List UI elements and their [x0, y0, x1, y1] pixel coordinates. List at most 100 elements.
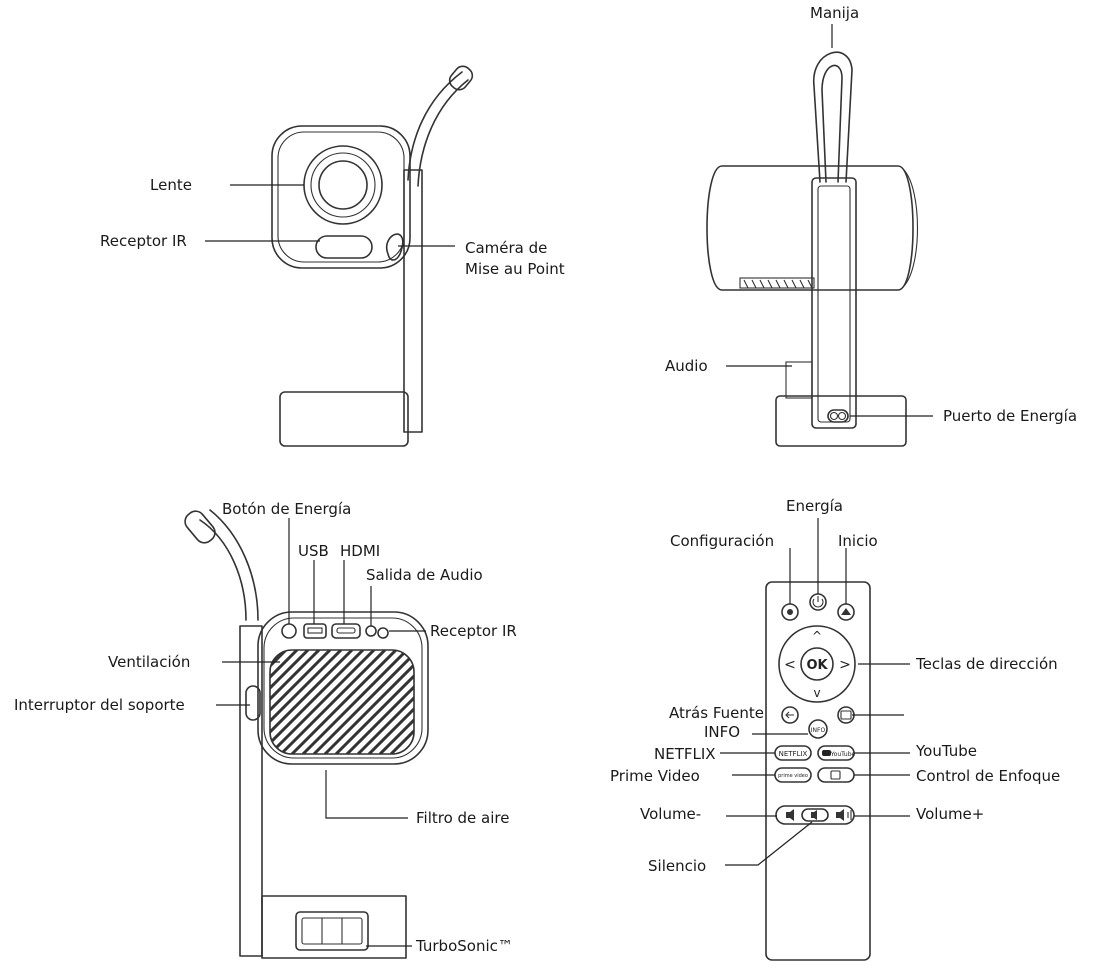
front-ir-window: [315, 235, 373, 259]
grille-slat: [270, 650, 310, 754]
remote-youtube-text: YouTube: [830, 751, 856, 758]
svg-text:<: <: [784, 657, 796, 673]
label-front-ir-receiver: Receptor IR: [100, 232, 187, 250]
stand-switch: [245, 685, 261, 721]
power-button-port: [281, 623, 297, 639]
grille-slat: [446, 650, 550, 754]
front-view-projector: [205, 65, 474, 447]
audio-out-port: [365, 625, 377, 637]
grille-slat: [424, 650, 528, 754]
label-focus-camera: Caméra de Mise au Point: [465, 239, 565, 278]
label-ventilation: Ventilación: [108, 653, 191, 671]
grille-slat: [270, 650, 354, 754]
label-hdmi: HDMI: [340, 542, 381, 560]
usb-port: [303, 623, 327, 639]
label-stand-switch: Interruptor del soporte: [14, 696, 185, 714]
top-head-body: [257, 611, 429, 765]
grille-slat: [356, 650, 414, 754]
remote-control: OK ^ v < > INFO NETFLIX YouTube prime vi…: [720, 518, 910, 961]
label-volume-down: Volume-: [640, 805, 702, 823]
label-audio-out: Salida de Audio: [366, 566, 483, 584]
remote-ok-button: [800, 647, 834, 681]
remote-volume-rocker: [775, 805, 855, 825]
label-prime-video: Prime Video: [610, 767, 700, 785]
grille-slat: [479, 650, 583, 754]
label-top-ir-receiver: Receptor IR: [430, 622, 517, 640]
grille-slat: [270, 650, 365, 754]
label-direction-keys: Teclas de dirección: [916, 655, 1058, 673]
back-base-block: [775, 395, 907, 447]
top-view-projector: [184, 509, 605, 959]
grille-slat: [501, 650, 605, 754]
label-turbosonic: TurboSonic™: [416, 937, 513, 955]
top-handle-strap: [199, 519, 247, 621]
grille-slat: [378, 650, 414, 754]
label-info: INFO: [704, 723, 741, 741]
grille-slat: [490, 650, 594, 754]
svg-text:v: v: [813, 686, 820, 700]
remote-ok-label: OK: [806, 658, 828, 673]
grille-slat: [270, 650, 332, 754]
label-back-source: Atrás Fuente: [669, 704, 764, 722]
remote-focus-button: [817, 767, 855, 783]
remote-netflix-text: NETFLIX: [779, 750, 808, 758]
back-handle-loop: [813, 51, 853, 183]
label-audio: Audio: [665, 357, 708, 375]
grille-slat: [334, 650, 414, 754]
grille-slat: [270, 650, 321, 754]
label-mute: Silencio: [648, 857, 707, 875]
remote-info-text: INFO: [811, 727, 826, 734]
front-handle-tip: [448, 65, 474, 91]
top-stand-column: [239, 625, 263, 957]
label-power-port: Puerto de Energía: [943, 407, 1078, 425]
grille-slat: [435, 650, 539, 754]
label-handle: Manija: [810, 4, 860, 22]
label-lens: Lente: [150, 176, 192, 194]
grille-slat: [400, 650, 414, 754]
remote-source-button: [837, 706, 855, 724]
remote-prime-text: prime video: [778, 773, 808, 779]
grille-slat: [345, 650, 414, 754]
grille-slat: [312, 650, 414, 754]
top-ir-receiver: [377, 627, 389, 639]
grille-slat: [468, 650, 572, 754]
remote-back-button: [781, 706, 799, 724]
front-stand-column: [403, 169, 423, 433]
grille-slat: [367, 650, 414, 754]
label-air-filter: Filtro de aire: [416, 809, 510, 827]
back-vent-strip: [739, 277, 815, 289]
back-view-projector: [706, 24, 933, 447]
power-port: [827, 409, 849, 423]
grille-slat: [270, 650, 299, 754]
lens-ring-outer: [303, 145, 383, 225]
label-volume-up: Volume+: [916, 805, 985, 823]
front-head-body: [271, 125, 411, 269]
ventilation-grille: [270, 650, 605, 754]
grille-slat: [279, 650, 387, 754]
grille-slat: [301, 650, 409, 754]
turbosonic-vent: [295, 911, 369, 951]
remote-mute-button: [801, 808, 829, 822]
label-remote-settings: Configuración: [670, 532, 775, 550]
grille-slat: [323, 650, 414, 754]
front-base-block: [279, 391, 409, 447]
back-stand-column: [811, 177, 857, 429]
focus-camera-slot: [385, 233, 404, 261]
grille-slat: [290, 650, 398, 754]
grille-slat: [389, 650, 414, 754]
label-netflix: NETFLIX: [654, 745, 716, 763]
lens-glass: [318, 160, 368, 210]
grille-slat: [270, 650, 376, 754]
label-usb: USB: [298, 542, 329, 560]
back-cylinder-body: [706, 165, 914, 291]
top-base-block: [261, 895, 407, 959]
label-remote-power: Energía: [786, 497, 843, 515]
grille-slat: [457, 650, 561, 754]
svg-text:^: ^: [812, 629, 822, 643]
label-youtube: YouTube: [916, 742, 977, 760]
grille-slat: [270, 650, 343, 754]
hdmi-port: [331, 623, 361, 639]
label-focus-control: Control de Enfoque: [916, 767, 1061, 785]
remote-info-button: [808, 719, 828, 739]
